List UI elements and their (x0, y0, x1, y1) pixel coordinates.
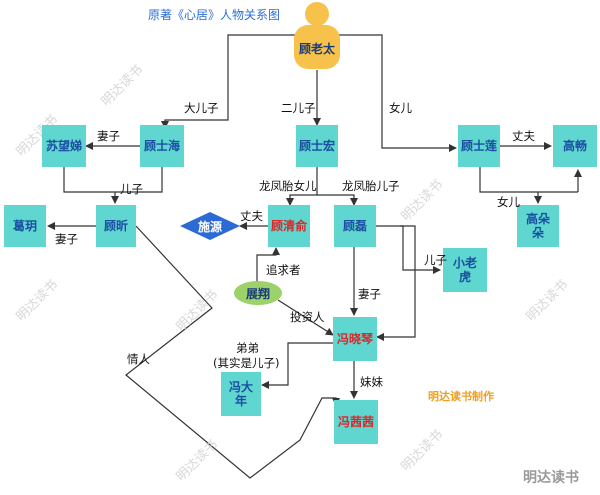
label-husband-2: 丈夫 (240, 209, 263, 223)
label-twin-daughter: 龙凤胎女儿 (259, 179, 317, 193)
maker-note: 明达读书制作 (428, 390, 494, 403)
node-ge-yue: 葛玥 (4, 205, 46, 247)
node-gu-shihong: 顾士宏 (296, 125, 338, 167)
zhanxiang-ellipse (234, 281, 282, 305)
brand-logo: 明达读书 (523, 470, 579, 486)
label-second-son: 二儿子 (281, 101, 316, 115)
label-younger-brother: 弟弟 (236, 341, 259, 355)
node-feng-danian: 冯大年 (221, 372, 261, 416)
label-wife-1: 妻子 (97, 129, 120, 143)
edge-zhanxiang-guqingyu (256, 247, 280, 285)
label-wife-2: 妻子 (55, 232, 78, 246)
label-daughter-1: 女儿 (389, 101, 412, 115)
label-eldest-son: 大儿子 (184, 101, 219, 115)
label-daughter-2: 女儿 (497, 195, 520, 209)
edge-gulei-xiaolaohu (376, 225, 441, 274)
label-wife-3: 妻子 (358, 287, 381, 301)
edge-shihong-gulei (317, 194, 358, 206)
node-gu-shihai: 顾士海 (140, 125, 184, 167)
edge-shihong-guqingyu (286, 167, 318, 206)
diagram-title: 原著《心居》人物关系图 (148, 8, 281, 22)
edge-fengxiaoqin-fengdanian (261, 342, 333, 389)
edge-root-shilian (338, 34, 457, 152)
shiyuan-diamond (180, 212, 240, 240)
edge-shihai-guxin (115, 167, 163, 193)
label-actually-son: (其实是儿子) (213, 356, 280, 370)
node-feng-xixi: 冯茜茜 (334, 400, 378, 444)
node-su-wangdi: 苏望娣 (42, 125, 86, 167)
node-gu-lei: 顾磊 (334, 205, 376, 247)
node-gu-xin: 顾昕 (96, 205, 136, 247)
node-gu-shilian: 顾士莲 (458, 125, 500, 167)
edge-subiti-guxin (63, 167, 119, 204)
node-zhan-xiang: 展翔 (245, 287, 270, 301)
edge-shilian-gaoduoduo (479, 167, 542, 204)
node-xiao-laohu: 小老虎 (443, 248, 487, 292)
label-investor: 投资人 (290, 310, 325, 324)
label-lover: 情人 (127, 352, 150, 366)
node-gao-chang: 高畅 (553, 125, 597, 167)
root-avatar-shape (294, 2, 340, 69)
edge-guxin-fengxixi (125, 225, 340, 479)
edge-zhanxiang-fengxiaoqin (277, 299, 334, 336)
node-feng-xiaoqin: 冯晓琴 (333, 317, 377, 361)
edge-root-shihai (161, 34, 296, 129)
node-gu-laotai: 顾老太 (298, 42, 335, 56)
label-husband-1: 丈夫 (512, 129, 535, 143)
label-younger-sister: 妹妹 (360, 375, 383, 389)
label-twin-son: 龙凤胎儿子 (342, 179, 400, 193)
node-gu-qingyu: 顾清俞 (268, 205, 310, 247)
label-son-2: 儿子 (424, 253, 447, 267)
label-pursuer: 追求者 (266, 263, 301, 277)
node-shi-yuan: 施源 (197, 220, 222, 234)
node-gao-duoduo: 高朵朵 (517, 205, 559, 247)
label-son-1: 儿子 (120, 182, 143, 196)
